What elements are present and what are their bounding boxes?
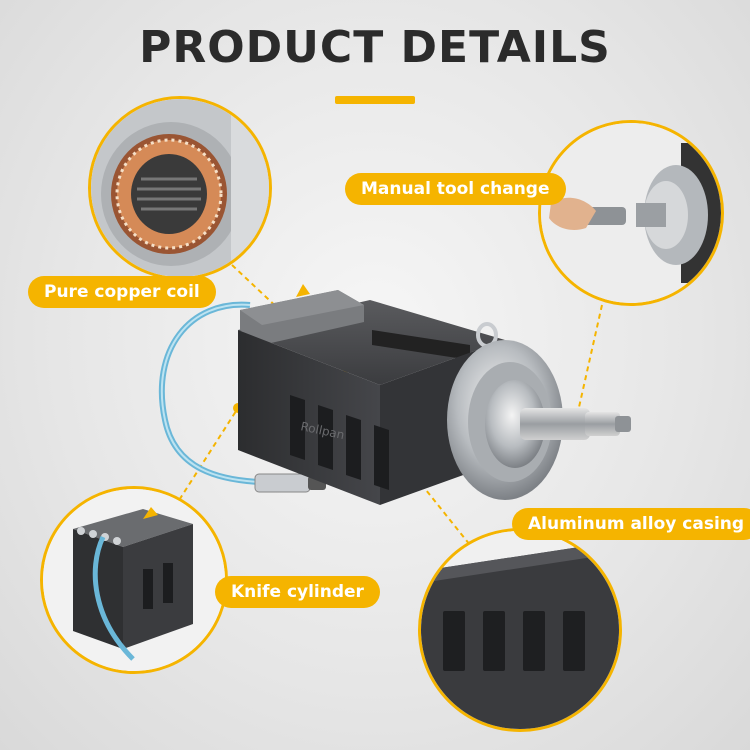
label-tool-change: Manual tool change <box>345 173 566 205</box>
casing-image <box>421 531 619 729</box>
hose-fitting <box>254 473 311 493</box>
knife-cylinder-image <box>43 489 225 671</box>
label-copper-coil: Pure copper coil <box>28 276 216 308</box>
knife-cylinder-detail <box>40 486 228 674</box>
page-title: PRODUCT DETAILS <box>139 22 611 73</box>
copper-coil-detail <box>88 96 272 280</box>
tool-change-detail <box>538 120 724 306</box>
label-casing: Aluminum alloy casing <box>512 508 750 540</box>
tool-change-image <box>541 123 721 303</box>
copper-coil-image <box>91 99 269 277</box>
casing-detail <box>418 528 622 732</box>
title-underline <box>335 96 415 104</box>
label-knife-cylinder: Knife cylinder <box>215 576 380 608</box>
